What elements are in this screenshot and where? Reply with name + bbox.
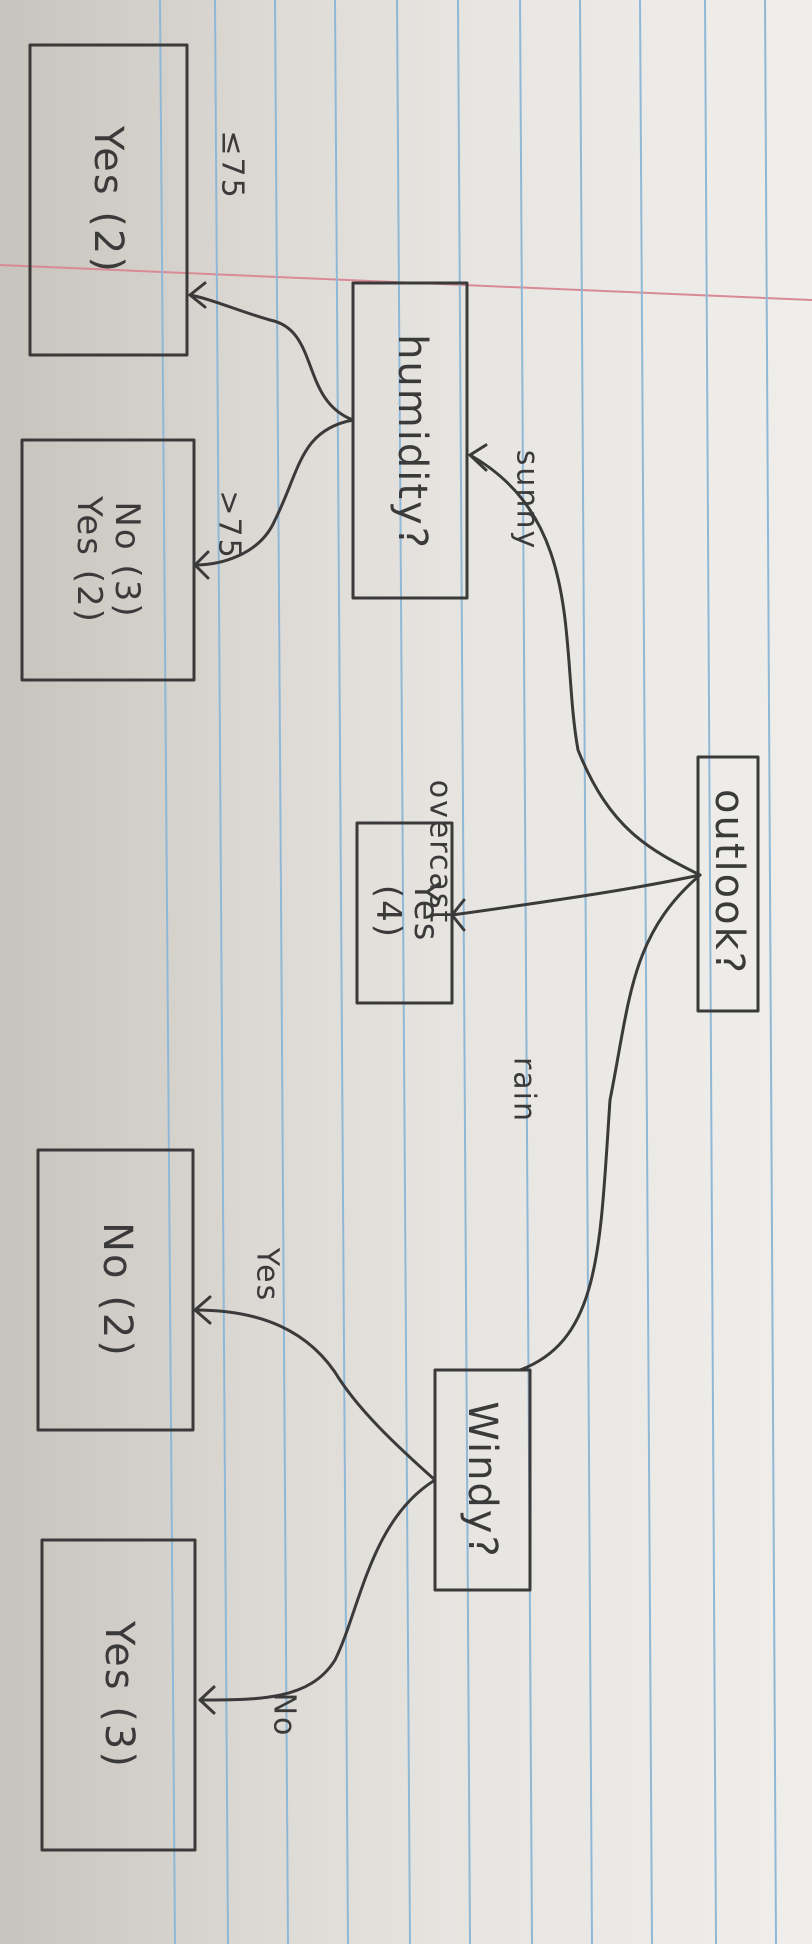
rule-line xyxy=(639,0,653,1944)
humidity-label: humidity? xyxy=(389,334,435,550)
yes-2-label: Yes (2) xyxy=(85,126,131,274)
edge-gt75 xyxy=(193,418,355,567)
arrow-overcast xyxy=(450,898,466,932)
rule-line xyxy=(457,0,471,1944)
edge-rain xyxy=(518,873,702,1372)
no-yes-mix-box xyxy=(20,438,196,682)
edge-label-le75: ≤75 xyxy=(214,130,250,200)
edge-windy-yes xyxy=(193,1308,437,1482)
no-yes-mix-line1: No (3) xyxy=(107,501,147,619)
rule-line xyxy=(704,0,717,1944)
rule-line xyxy=(334,0,349,1944)
edge-label-windy-no: No xyxy=(266,1692,302,1738)
edge-overcast xyxy=(450,873,702,917)
rule-line xyxy=(579,0,593,1944)
yes-2-box xyxy=(28,43,189,357)
edge-windy-no xyxy=(198,1478,437,1702)
no-yes-mix-line2: Yes (2) xyxy=(69,496,109,624)
humidity-box xyxy=(351,281,469,600)
rule-line xyxy=(519,0,533,1944)
windy-label: Windy? xyxy=(459,1401,505,1559)
edge-label-sunny: sunny xyxy=(509,449,545,551)
no-2-label: No (2) xyxy=(94,1222,140,1358)
yes-3-box xyxy=(40,1538,197,1852)
edge-sunny xyxy=(468,453,702,877)
rule-line xyxy=(274,0,289,1944)
rule-line xyxy=(396,0,411,1944)
no-2-box xyxy=(36,1148,195,1432)
edge-label-overcast: overcast xyxy=(422,779,458,925)
arrow-windy-no xyxy=(198,1685,216,1715)
arrow-windy-yes xyxy=(193,1295,212,1325)
rule-line xyxy=(214,0,229,1944)
edge-le75 xyxy=(188,293,355,422)
rule-line xyxy=(159,0,176,1944)
outlook-label: outlook? xyxy=(706,789,752,975)
edge-label-gt75: >75 xyxy=(211,490,247,560)
rule-line xyxy=(764,0,777,1944)
arrow-sunny xyxy=(468,443,488,472)
outlook-box xyxy=(696,755,760,1013)
arrow-le75 xyxy=(188,281,207,309)
edge-label-rain: rain xyxy=(506,1056,542,1124)
no-yes-mix-label: No (3) Yes (2) xyxy=(69,496,147,624)
arrow-gt75 xyxy=(193,550,210,580)
yes-3-label: Yes (3) xyxy=(96,1621,142,1769)
edge-label-windy-yes: Yes xyxy=(249,1247,285,1303)
yes-overcast-line2: (4) xyxy=(368,884,408,940)
